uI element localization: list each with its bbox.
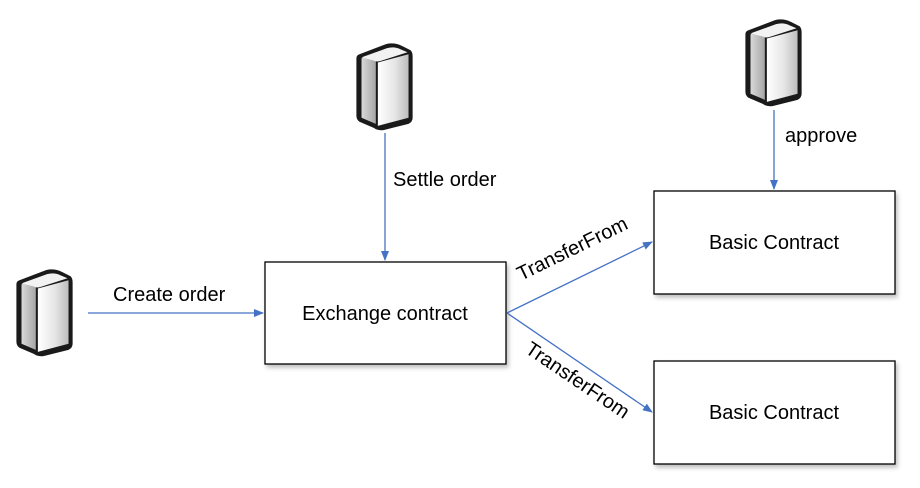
basic-contract-top-box [653, 190, 896, 295]
transfer-top-label: TransferFrom [514, 213, 632, 286]
exchange-contract-box [264, 261, 507, 365]
transfer-top-arrow [506, 241, 653, 314]
basic-contract-top-label: Basic Contract [709, 232, 839, 254]
server-icon [356, 43, 413, 131]
basic-contract-bottom-node[interactable]: Basic Contract [653, 360, 896, 465]
basic-contract-bottom-label: Basic Contract [709, 402, 839, 424]
exchange-contract-label: Exchange contract [302, 303, 468, 325]
basic-contract-bottom-box [653, 360, 896, 465]
approve-label: approve [785, 125, 857, 147]
server-icon [16, 269, 73, 357]
basic-contract-top-node[interactable]: Basic Contract [653, 190, 896, 295]
create-order-label: Create order [113, 284, 226, 306]
transfer-bottom-label: TransferFrom [521, 338, 633, 424]
transfer-bottom-arrow [506, 312, 653, 413]
server-icon [745, 19, 802, 107]
exchange-contract-node[interactable]: Exchange contract [264, 261, 507, 365]
settle-order-label: Settle order [393, 169, 497, 191]
